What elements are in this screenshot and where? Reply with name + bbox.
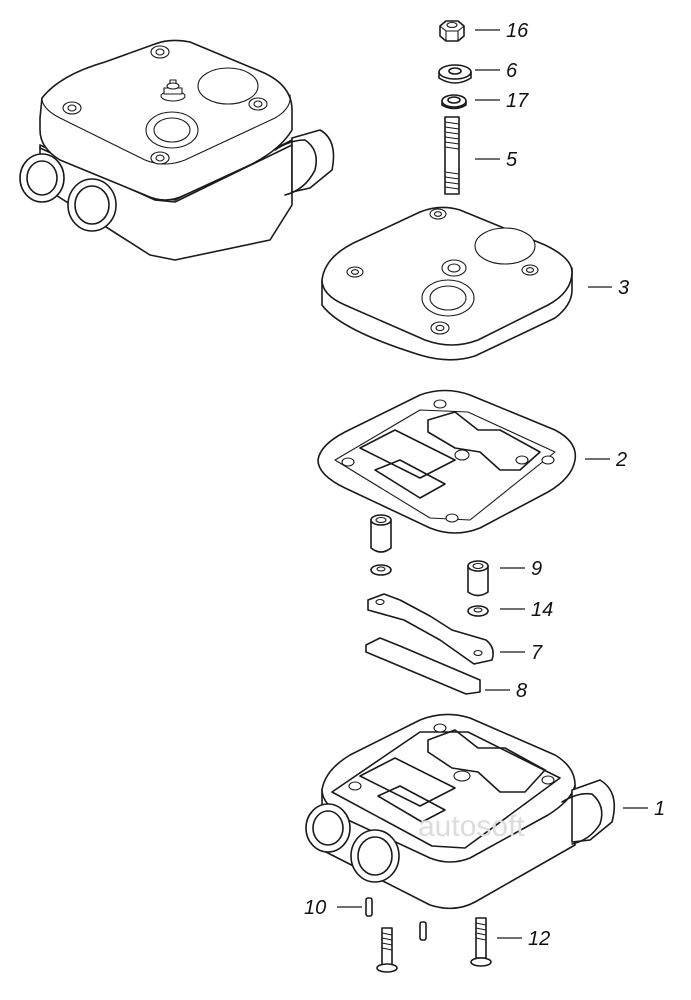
part-10-pin [365,897,373,917]
callout-6: 6 [506,60,518,82]
callout-5: 5 [506,149,518,171]
part-3-head-cover [321,206,573,361]
part-6-washer [438,64,472,84]
watermark-text: autosoft [418,810,525,843]
callout-16: 16 [506,20,529,42]
part-5-stud [444,116,460,195]
assembled-head-drawing [19,39,335,261]
part-16-nut [439,20,465,42]
callout-14: 14 [531,599,553,621]
callout-8: 8 [516,680,527,702]
part-14-washer-left [370,564,392,576]
callout-12: 12 [528,928,550,950]
callout-17: 17 [506,90,529,112]
part-12-screw [470,917,492,967]
part-17-spring-washer [441,94,467,110]
callout-9: 9 [531,558,542,580]
part-12-screw-left [376,927,398,973]
part-2-gasket [317,389,577,534]
callout-3: 3 [618,277,629,299]
part-1-head-body [305,713,616,910]
part-8-valve-plate [365,637,481,695]
part-9-bush [467,560,489,597]
part-9-bush-left [370,514,392,553]
callout-7: 7 [531,642,543,664]
part-7-valve-plate [367,593,494,665]
part-10-pin-second [419,921,427,941]
callout-2: 2 [615,449,627,471]
callout-1: 1 [654,798,665,820]
part-14-washer [467,605,489,617]
callout-10: 10 [304,897,326,919]
